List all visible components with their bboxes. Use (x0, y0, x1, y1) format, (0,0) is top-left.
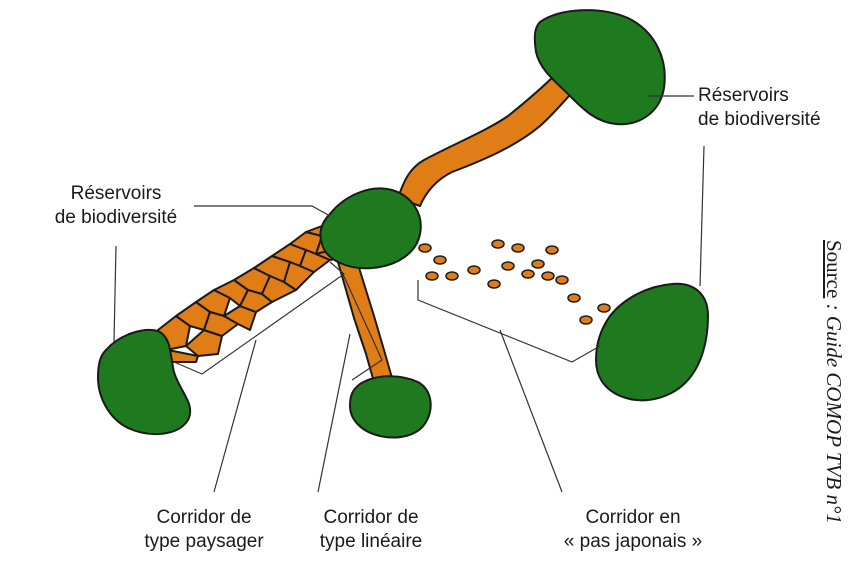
stepping-stone (568, 294, 580, 302)
stepping-stone (488, 280, 500, 288)
stepping-stone (492, 240, 504, 248)
label-line: Corridor de (296, 506, 446, 530)
label-line: « pas japonais » (548, 530, 718, 554)
label-line: Réservoirs (38, 182, 194, 206)
source-text: : Guide COMOP TVB n°1 (822, 298, 846, 524)
stepping-stone (546, 246, 558, 254)
stepping-stone (556, 276, 568, 284)
label-corridor-japonais: Corridor en « pas japonais » (548, 506, 718, 554)
reservoir-central (320, 188, 420, 268)
leader-line (418, 280, 600, 362)
landscape-corridor (158, 226, 342, 362)
linear-corridor-upper (398, 72, 584, 206)
label-line: de biodiversité (38, 206, 194, 230)
stepping-stone (426, 272, 438, 280)
label-line: de biodiversité (698, 108, 821, 132)
leader-line (114, 246, 116, 342)
stepping-stone (502, 262, 514, 270)
label-reservoir-top-right: Réservoirs de biodiversité (698, 84, 821, 132)
label-line: Corridor de (120, 506, 288, 530)
leader-line (194, 206, 330, 216)
reservoir-right (596, 284, 708, 400)
label-line: Corridor en (548, 506, 718, 530)
stepping-stone (542, 272, 554, 280)
label-corridor-paysager: Corridor de type paysager (120, 506, 288, 554)
leader-line (700, 146, 704, 286)
stepping-stone (532, 260, 544, 268)
source-credit: Source : Guide COMOP TVB n°1 (808, 240, 848, 580)
stepping-stone (512, 244, 524, 252)
stepping-stone (419, 244, 431, 252)
label-line: type linéaire (296, 530, 446, 554)
stepping-stone (434, 256, 446, 264)
leader-line (214, 340, 256, 492)
stepping-stone (580, 316, 592, 324)
reservoir-bottom (350, 376, 431, 437)
stepping-stone (468, 266, 480, 274)
label-line: type paysager (120, 530, 288, 554)
label-corridor-lineaire: Corridor de type linéaire (296, 506, 446, 554)
stepping-stone (598, 304, 610, 312)
source-prefix: Source (822, 240, 846, 298)
stepping-stone (522, 270, 534, 278)
linear-corridor-lower (338, 258, 392, 382)
stepping-stone (446, 272, 458, 280)
leader-line (318, 334, 350, 492)
label-reservoir-left: Réservoirs de biodiversité (38, 182, 194, 230)
label-line: Réservoirs (698, 84, 821, 108)
